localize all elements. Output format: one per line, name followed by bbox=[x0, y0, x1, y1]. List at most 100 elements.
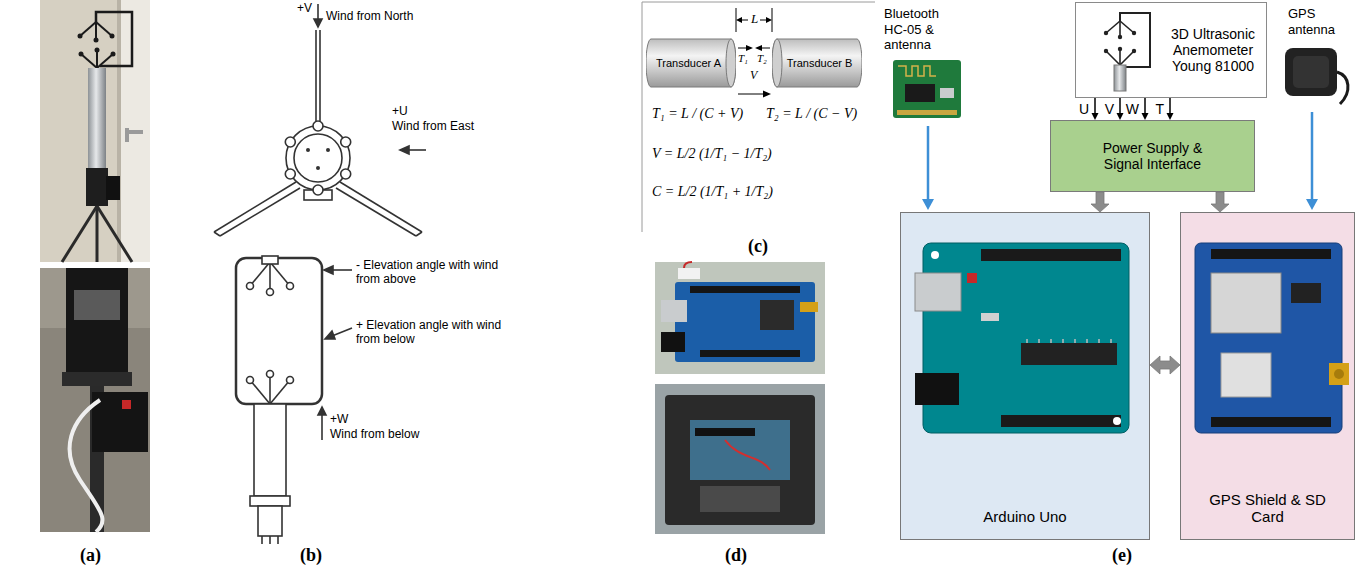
side-view-drawing bbox=[261, 536, 263, 544]
antenna-link-arrow bbox=[922, 112, 1318, 210]
node-text: 3D Ultrasonic Anemometer Young 81000 bbox=[1164, 26, 1262, 74]
sensor-photo bbox=[111, 52, 116, 57]
bluetooth-module bbox=[905, 84, 935, 102]
principle-drawing bbox=[642, 2, 875, 232]
sensor-photo bbox=[117, 0, 121, 262]
side-view-drawing bbox=[236, 258, 322, 404]
side-view-drawing bbox=[270, 262, 290, 286]
principle-drawing bbox=[736, 17, 772, 98]
sensor-photo bbox=[125, 128, 129, 142]
enclosure-photo bbox=[655, 384, 825, 534]
top-view-drawing bbox=[314, 19, 322, 27]
top-view-drawing bbox=[326, 148, 330, 152]
board-box: Arduino Uno bbox=[900, 212, 1150, 540]
enclosure-photo bbox=[725, 440, 770, 470]
antenna-link-arrow bbox=[1311, 112, 1314, 200]
anemometer-icon bbox=[1106, 21, 1134, 65]
gps-antenna bbox=[1285, 48, 1337, 96]
logger-photo bbox=[661, 332, 685, 352]
sensor-photo bbox=[121, 0, 150, 262]
arduino-board-picture bbox=[1113, 417, 1121, 425]
side-view-drawing bbox=[250, 380, 270, 404]
gps-antenna bbox=[1293, 56, 1329, 88]
top-view-drawing bbox=[400, 146, 409, 154]
signal-label: T₂ bbox=[757, 52, 767, 65]
sensor-photo bbox=[80, 22, 96, 36]
top-view-drawing bbox=[306, 148, 330, 170]
board-box: GPS Shield & SD Card bbox=[1180, 212, 1355, 540]
anemometer-icon bbox=[1118, 35, 1122, 39]
arrowhead bbox=[1092, 113, 1099, 120]
side-view-drawing bbox=[321, 415, 323, 440]
top-view-drawing bbox=[306, 148, 310, 152]
top-view-drawing bbox=[341, 137, 351, 147]
sensor-photo bbox=[62, 206, 132, 262]
top-view-drawing bbox=[416, 232, 422, 236]
side-view-drawing bbox=[247, 283, 294, 384]
block-arrow bbox=[1091, 192, 1109, 212]
gps-shield-picture bbox=[1221, 353, 1271, 397]
side-view-drawing bbox=[236, 256, 352, 544]
anemometer-icon bbox=[1104, 49, 1108, 53]
signal-label: W bbox=[1125, 101, 1140, 117]
principle-drawing bbox=[741, 20, 748, 21]
gps-shield-picture bbox=[1211, 417, 1331, 427]
anemometer-icon bbox=[1119, 21, 1121, 37]
arduino-board-picture bbox=[915, 273, 961, 311]
sensor-photo bbox=[96, 50, 98, 68]
sensor-photo bbox=[94, 38, 99, 43]
arduino-board-picture bbox=[1086, 339, 1088, 343]
bluetooth-module bbox=[897, 110, 957, 115]
signal-line bbox=[1119, 98, 1121, 113]
top-view-drawing bbox=[294, 134, 342, 182]
arduino-board-picture bbox=[1026, 339, 1028, 343]
top-view-drawing bbox=[336, 188, 416, 236]
anemometer-icon bbox=[1106, 21, 1120, 33]
anemometer-icon bbox=[1106, 51, 1120, 65]
principle-drawing bbox=[761, 48, 770, 49]
equation: T₂ = L / (C − V) bbox=[766, 106, 857, 123]
node-text: Arduino Uno bbox=[983, 508, 1066, 525]
signal-label: T bbox=[1154, 101, 1165, 117]
sensor-photo bbox=[81, 54, 97, 68]
logger-photo bbox=[690, 286, 800, 293]
anemometer-icon bbox=[1120, 21, 1134, 33]
side-view-drawing bbox=[267, 371, 274, 378]
top-view-drawing bbox=[313, 121, 323, 131]
top-view-drawing bbox=[285, 121, 350, 195]
connector bbox=[1150, 356, 1180, 374]
principle-drawing bbox=[766, 17, 772, 23]
gps-shield-picture bbox=[1181, 213, 1356, 453]
anemometer-icon bbox=[1104, 31, 1136, 53]
equation: V = L/2 (1/T₁ − 1/T₂) bbox=[652, 146, 772, 163]
arrowhead bbox=[1142, 113, 1149, 120]
equation: T₁ = L / (C + V) bbox=[652, 106, 743, 123]
axis-note: - Elevation angle with wind from above bbox=[356, 258, 506, 287]
anemometer-icon bbox=[1118, 47, 1122, 51]
mount-photo bbox=[74, 290, 120, 320]
signal-line bbox=[1144, 98, 1146, 113]
mount-photo bbox=[62, 372, 132, 386]
gps-shield-picture bbox=[1291, 283, 1321, 303]
connector bbox=[1142, 98, 1149, 120]
side-view-drawing bbox=[332, 328, 352, 336]
transducer-face bbox=[772, 39, 782, 87]
logger-photo bbox=[655, 262, 825, 374]
top-view-drawing bbox=[317, 4, 319, 20]
sensor-photo bbox=[96, 22, 112, 36]
arduino-board-picture bbox=[981, 313, 999, 321]
top-view-drawing bbox=[285, 169, 295, 179]
component-label: GPS antenna bbox=[1288, 6, 1350, 37]
sensor-photo bbox=[78, 34, 83, 39]
enclosure-photo bbox=[695, 428, 755, 436]
principle-drawing bbox=[738, 48, 747, 49]
sensor-photo bbox=[40, 0, 150, 262]
gps-shield-picture bbox=[1334, 369, 1344, 379]
sensor-photo bbox=[79, 52, 84, 57]
side-view-drawing bbox=[250, 496, 290, 506]
mount-photo bbox=[40, 268, 150, 532]
side-view-drawing bbox=[325, 331, 335, 339]
side-view-drawing bbox=[332, 269, 352, 271]
side-view-drawing bbox=[254, 404, 286, 496]
logger-photo bbox=[661, 300, 687, 322]
